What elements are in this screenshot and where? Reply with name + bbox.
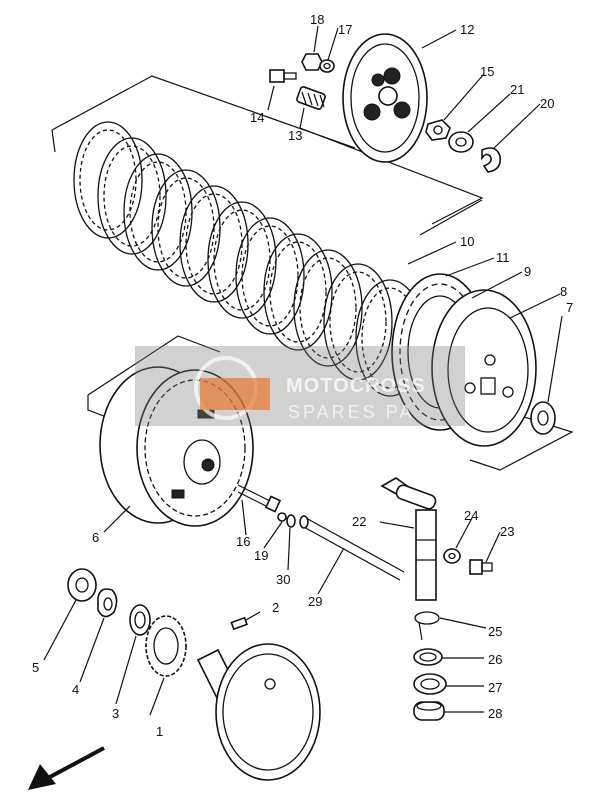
part-label-28: 28 [488,706,502,721]
part-label-4: 4 [72,682,79,697]
leader-lines [43,25,563,716]
bolt-14 [269,69,297,83]
part-label-6: 6 [92,530,99,545]
part-label-9: 9 [524,264,531,279]
circlip-26 [413,648,443,666]
watermark-logo-badge [200,378,270,410]
part-label-29: 29 [308,594,322,609]
part-label-11: 11 [496,250,510,265]
part-label-8: 8 [560,284,567,299]
bearing-28 [413,701,445,721]
part-label-27: 27 [488,680,502,695]
part-label-21: 21 [510,82,524,97]
seal-30 [286,514,296,528]
crank-weight [196,643,321,781]
part-label-7: 7 [566,300,573,315]
lock-washer-4 [97,588,118,618]
part-label-18: 18 [310,12,324,27]
clutch-plate-stack [73,121,425,397]
part-label-1: 1 [156,724,163,739]
ball-19 [277,512,287,522]
part-number-labels: 1 2 3 4 5 6 7 8 9 10 11 12 13 14 15 16 1… [32,12,573,739]
part-label-20: 20 [540,96,554,111]
push-lever-22 [380,477,437,601]
part-label-3: 3 [112,706,119,721]
key-2 [230,616,248,631]
watermark-title: MOTOCROSS [286,375,426,397]
part-label-5: 5 [32,660,39,675]
part-label-10: 10 [460,234,474,249]
watermark: MOTOCROSS SPARES PA [135,346,465,426]
oil-seal-27 [413,673,447,695]
part-label-13: 13 [288,128,302,143]
part-label-22: 22 [352,514,366,529]
part-label-16: 16 [236,534,250,549]
nut-15 [425,119,451,141]
push-rod-29 [299,515,405,581]
part-label-23: 23 [500,524,514,539]
part-label-30: 30 [276,572,290,587]
part-label-26: 26 [488,652,502,667]
part-label-14: 14 [250,110,264,125]
nut-5 [67,568,97,602]
washer-24 [443,548,461,564]
circlip-7 [530,401,556,435]
part-label-12: 12 [460,22,474,37]
part-label-19: 19 [254,548,268,563]
part-label-15: 15 [480,64,494,79]
watermark-subtitle: SPARES PA [288,402,414,422]
bolt-23 [469,559,493,575]
washer-3 [129,604,151,636]
push-rod-16 [237,484,282,513]
pressure-plate [431,289,537,447]
primary-gear-1 [145,615,187,677]
part-label-25: 25 [488,624,502,639]
front-arrow-icon [28,746,105,790]
part-label-24: 24 [464,508,478,523]
spring-13 [296,86,326,110]
part-label-17: 17 [338,22,352,37]
washer-17 [319,59,335,73]
part-label-2: 2 [272,600,279,615]
lock-washer-20 [481,147,502,173]
washer-21 [448,131,474,153]
nut-18 [301,53,323,71]
clutch-boss [342,33,428,163]
spring-25 [414,611,440,641]
